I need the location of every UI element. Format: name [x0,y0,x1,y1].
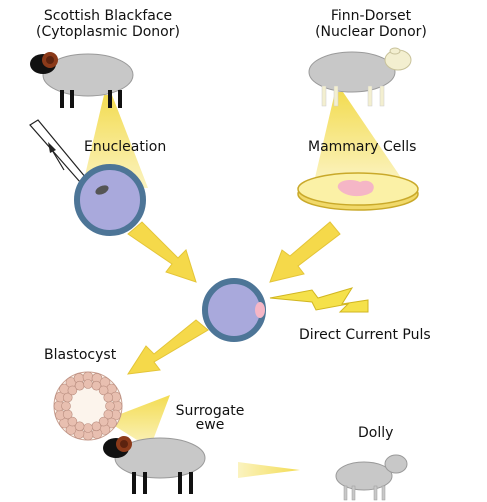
dolly-lamb-icon [336,455,407,500]
petri-dish-icon [298,173,418,210]
finn-dorset-sheep-icon [309,48,411,106]
blastocyst-cell [75,381,84,390]
surrogate-ewe-label: Surrogate ewe [160,403,260,431]
pipette-icon [30,120,86,182]
blastocyst-cell [106,402,115,411]
enucleation-label: Enucleation [84,139,166,155]
fused-cell [205,281,265,339]
surrogate-label-line2: ewe [160,419,260,431]
arrow-fusion-to-blastocyst [128,320,208,374]
blastocyst-cell [63,410,72,419]
surrogate-ewe-icon [103,436,205,494]
blastocyst-cell [84,424,93,433]
cytoplasmic-donor-label: Scottish Blackface (Cytoplasmic Donor) [18,8,198,40]
blastocyst-icon [54,372,122,440]
direct-current-label: Direct Current Puls [299,327,467,343]
nuclear-donor-name: Finn-Dorset [296,8,446,24]
blastocyst-cell [92,422,101,431]
blastocyst-label: Blastocyst [44,347,116,363]
arrow-mammary-to-fusion [270,222,340,282]
arrow-enucleation-to-fusion [128,222,196,282]
blackface-sheep-icon [30,52,133,108]
nuclear-donor-role: (Nuclear Donor) [296,24,446,40]
blastocyst-cell [84,380,93,389]
blastocyst-cell [62,402,71,411]
lightning-bolt-icon [270,288,368,312]
cytoplasmic-donor-name: Scottish Blackface [18,8,198,24]
beam-dorset-to-mammary [314,92,404,182]
mammary-cells-label: Mammary Cells [308,139,416,155]
blastocyst-cell [104,393,113,402]
dolly-label: Dolly [358,425,393,441]
cytoplasmic-donor-role: (Cytoplasmic Donor) [18,24,198,40]
nuclear-donor-label: Finn-Dorset (Nuclear Donor) [296,8,446,40]
beam-surrogate-to-dolly [238,462,300,478]
egg-cell-enucleation [77,167,143,233]
